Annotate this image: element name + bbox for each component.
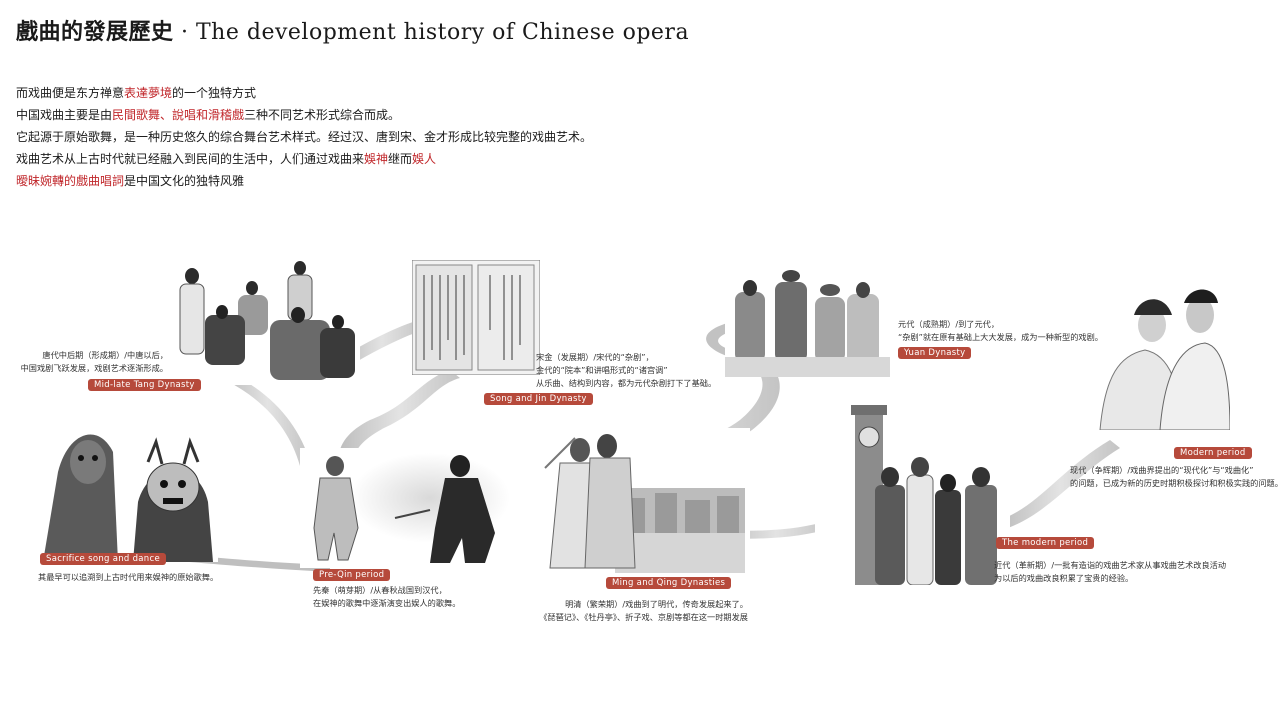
intro-line: 中国戏曲主要是由民間歌舞、說唱和滑稽戲三种不同艺术形式综合而成。 [16,104,592,126]
desc-preqin-line: 先秦（萌芽期）/从春秋战国到汉代， [313,585,447,595]
tag-preqin: Pre-Qin period [313,569,391,581]
intro-segment: 的一个独特方式 [172,86,257,100]
yuan-musicians-photo [725,262,890,377]
intro-highlight: 娛人 [412,152,437,166]
tag-sacrifice: Sacrifice song and dance [40,553,166,565]
desc-sacrifice-line: 其最早可以追溯到上古时代用来娱神的原始歌舞。 [38,572,219,582]
tag-tang: Mid-late Tang Dynasty [88,379,201,391]
desc-modern-period-line: 近代（革新期）/一批有造诣的戏曲艺术家从事戏曲艺术改良活动 [994,560,1227,570]
desc-preqin-line: 在娱神的歌舞中逐渐演变出娱人的歌舞。 [313,598,461,608]
title-chinese: 戲曲的發展歷史 [16,19,174,45]
tag-modern-period: The modern period [996,537,1095,549]
intro-line: 戏曲艺术从上古时代就已经融入到民间的生活中，人们通过戏曲来娛神继而娛人 [16,148,592,170]
desc-modern-line: 现代（争辉期）/戏曲界提出的“现代化”与“戏曲化” [1070,465,1254,475]
modern-period-photo [815,405,1010,585]
intro-segment: 戏曲艺术从上古时代就已经融入到民间的生活中，人们通过戏曲来 [16,152,365,166]
intro-line: 而戏曲便是东方禅意表達夢境的一个独特方式 [16,82,592,104]
desc-tang: 唐代中后期（形成期）/中唐以后， 中国戏剧飞跃发展，戏剧艺术逐渐形成。 [16,349,168,375]
song-book-photo [412,260,540,375]
desc-yuan-line: “杂剧”就在原有基础上大大发展，成为一种新型的戏剧。 [898,332,1103,342]
intro-line: 曖昧婉轉的戲曲唱詞是中国文化的独特风雅 [16,170,592,192]
mingqing-opera-photo [535,428,750,578]
intro-segment: 三种不同艺术形式综合而成。 [244,108,401,122]
desc-mingqing: 明清（繁荣期）/戏曲到了明代，传奇发展起来了。 《琵琶记》、《牡丹亭》、折子戏、… [486,598,748,624]
desc-song: 宋金（发展期）/宋代的“杂剧”， 金代的“院本”和讲唱形式的“诸宫调” 从乐曲、… [536,351,716,390]
sacrifice-masks-photo [38,412,218,562]
title-english: The development history of Chinese opera [196,20,690,45]
tag-modern: Modern period [1174,447,1252,459]
tag-mingqing: Ming and Qing Dynasties [606,577,732,589]
intro-segment: 是中国文化的独特风雅 [124,174,245,188]
desc-song-line: 从乐曲、结构到内容，都为元代杂剧打下了基础。 [536,378,717,388]
tag-song: Song and Jin Dynasty [484,393,593,405]
desc-song-line: 宋金（发展期）/宋代的“杂剧”， [536,352,654,362]
desc-modern: 现代（争辉期）/戏曲界提出的“现代化”与“戏曲化” 的问题，已成为新的历史时期积… [1070,464,1280,490]
tang-figures-photo [170,260,360,385]
desc-yuan: 元代（成熟期）/到了元代， “杂剧”就在原有基础上大大发展，成为一种新型的戏剧。 [898,318,1103,344]
intro-text: 而戏曲便是东方禅意表達夢境的一个独特方式中国戏曲主要是由民間歌舞、說唱和滑稽戲三… [16,82,592,192]
intro-highlight: 表達夢境 [124,86,173,100]
desc-sacrifice: 其最早可以追溯到上古时代用来娱神的原始歌舞。 [38,571,218,584]
intro-highlight: 娛神 [364,152,389,166]
desc-preqin: 先秦（萌芽期）/从春秋战国到汉代， 在娱神的歌舞中逐渐演变出娱人的歌舞。 [313,584,460,610]
desc-song-line: 金代的“院本”和讲唱形式的“诸宫调” [536,365,668,375]
intro-segment: 中国戏曲主要是由 [16,108,113,122]
intro-segment: 而戏曲便是东方禅意 [16,86,125,100]
intro-segment: 它起源于原始歌舞，是一种历史悠久的综合舞台艺术样式。经过汉、唐到宋、金才形成比较… [16,130,593,144]
desc-modern-period-line: 为以后的戏曲改良积累了宝贵的经验。 [994,573,1134,583]
preqin-warriors-photo [300,448,510,568]
desc-mingqing-line: 明清（繁荣期）/戏曲到了明代，传奇发展起来了。 [565,599,748,609]
desc-mingqing-line: 《琵琶记》、《牡丹亭》、折子戏、京剧等都在这一时期发展 [539,612,748,622]
desc-tang-line: 中国戏剧飞跃发展，戏剧艺术逐渐形成。 [20,363,168,373]
desc-modern-period: 近代（革新期）/一批有造诣的戏曲艺术家从事戏曲艺术改良活动 为以后的戏曲改良积累… [994,559,1226,585]
title-separator: · [173,20,196,45]
desc-modern-line: 的问题，已成为新的历史时期积极探讨和积极实践的问题。 [1070,478,1280,488]
page-title: 戲曲的發展歷史 · The development history of Chi… [16,14,689,46]
intro-line: 它起源于原始歌舞，是一种历史悠久的综合舞台艺术样式。经过汉、唐到宋、金才形成比较… [16,126,592,148]
desc-yuan-line: 元代（成熟期）/到了元代， [898,319,1000,329]
modern-opera-photo [1090,285,1230,430]
intro-highlight: 曖昧婉轉的戲曲唱詞 [16,174,125,188]
intro-highlight: 民間歌舞、說唱和滑稽戲 [112,108,245,122]
desc-tang-line: 唐代中后期（形成期）/中唐以后， [42,350,168,360]
intro-segment: 继而 [388,152,413,166]
tag-yuan: Yuan Dynasty [898,347,972,359]
